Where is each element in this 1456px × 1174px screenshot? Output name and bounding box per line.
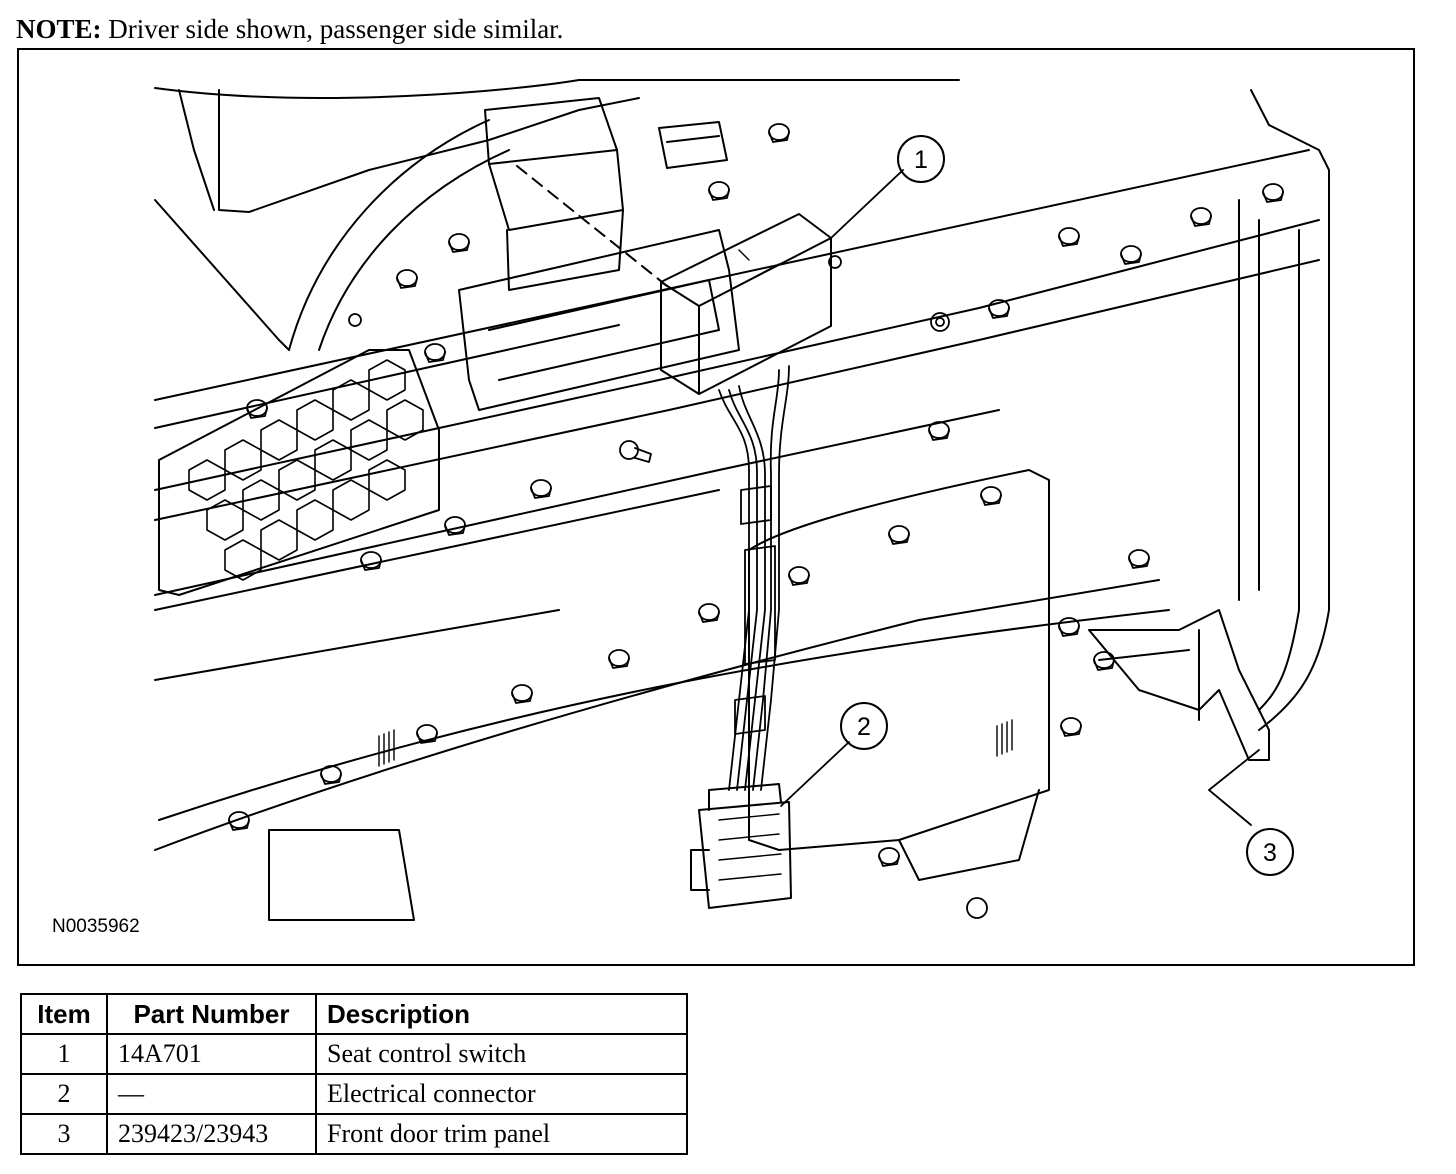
callout-1-circle [897,135,945,183]
cell-description: Front door trim panel [315,1113,688,1155]
figure-id: N0035962 [52,916,140,937]
trim-rail-upper [154,149,1310,401]
electrical-connector [698,801,792,909]
cell-description: Seat control switch [315,1033,688,1075]
armrest-opening [458,229,740,411]
cell-item: 1 [20,1033,108,1075]
seat-control-switch [660,213,832,395]
line-drawing: 1 2 3 [154,79,1330,921]
door-right-pillar [1250,89,1330,731]
table-row: 1 14A701 Seat control switch [20,1033,688,1075]
cell-item: 3 [20,1113,108,1155]
callout-2-leader [780,741,850,807]
cell-part-number: 14A701 [106,1033,317,1075]
callout-1-leader [830,169,904,239]
switch-alignment-dashline [516,165,668,287]
callout-3-leader [1208,749,1260,826]
callout-1-label: 1 [914,146,928,174]
table-row: 2 — Electrical connector [20,1073,688,1115]
table-row: 3 239423/23943 Front door trim panel [20,1113,688,1155]
callout-2-circle [840,702,888,750]
fastener-holes [348,255,988,919]
cell-part-number: — [106,1073,317,1115]
cell-item: 2 [20,1073,108,1115]
note-line: NOTE: Driver side shown, passenger side … [16,12,563,46]
vent-hatching [378,719,1013,767]
speaker-grille-housing [158,349,440,596]
note-label: NOTE: [16,14,102,44]
door-upper-edge [154,79,960,99]
callout-3-circle [1246,828,1294,876]
door-trim-illustration: 1 2 3 N0035962 [17,48,1415,966]
header-part-number: Part Number [106,993,317,1035]
header-item: Item [20,993,108,1035]
cell-part-number: 239423/23943 [106,1113,317,1155]
header-description: Description [315,993,688,1035]
switch-mount-bracket [488,149,624,231]
parts-table: Item Part Number Description 1 14A701 Se… [20,993,688,1155]
door-lower-edge [154,579,1160,851]
wire-harness [718,365,790,791]
mounting-pins [228,123,1284,867]
callout-3-label: 3 [1263,839,1277,867]
callout-2-label: 2 [857,713,871,741]
cell-description: Electrical connector [315,1073,688,1115]
note-text: Driver side shown, passenger side simila… [101,14,564,44]
speaker-honeycomb [188,359,424,581]
table-header-row: Item Part Number Description [20,993,688,1035]
trim-bracket [1088,609,1270,761]
